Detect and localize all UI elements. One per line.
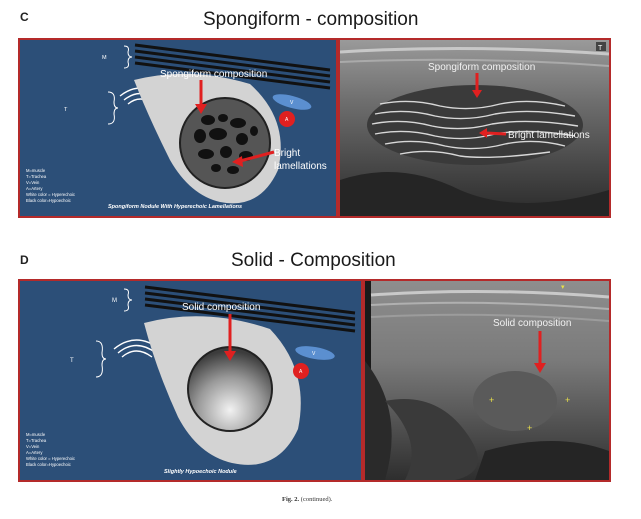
lamellations-label-line2: lamellations xyxy=(274,161,327,172)
spongiform-nodule xyxy=(367,85,583,165)
legend-item: V=Vein xyxy=(26,444,40,449)
trachea-mark: T xyxy=(64,107,68,113)
lamellations-label-line1: Bright xyxy=(274,148,300,159)
legend: M=muscle T=Trachea V=Vein A=Artery White… xyxy=(26,432,75,467)
solid-nodule-diagram: M T V A Solid composition M=muscle T=Tra… xyxy=(20,281,361,480)
legend-item: White color = Hyperechoic xyxy=(26,456,75,461)
legend: M=muscle T=Trachea V=Vein A=Artery White… xyxy=(26,168,75,203)
panel-c-ultrasound: T Spongiform composition Bright lamellat… xyxy=(338,38,611,218)
composition-label: Solid composition xyxy=(493,318,571,329)
diagram-footer: Slightly Hypoechoic Nodule xyxy=(164,469,237,475)
solid-ultrasound-image: ▾ + + + Solid composition xyxy=(365,281,609,480)
legend-item: A=Artery xyxy=(26,450,43,455)
legend-item: M=muscle xyxy=(26,432,46,437)
figure-label: Fig. 2. xyxy=(282,496,299,503)
spongiform-ultrasound-image: T Spongiform composition Bright lamellat… xyxy=(340,40,609,216)
lamellations-arrow xyxy=(486,133,506,134)
panel-d-ultrasound: ▾ + + + Solid composition xyxy=(363,279,611,482)
svg-text:+: + xyxy=(489,395,494,405)
panel-d-title: Solid - Composition xyxy=(231,250,396,272)
legend-item: A=Artery xyxy=(26,186,43,191)
legend-item: M=muscle xyxy=(26,168,46,173)
muscle-mark: M xyxy=(112,298,117,304)
svg-text:+: + xyxy=(527,423,532,433)
panel-d-letter: D xyxy=(20,253,29,267)
muscle-mark: M xyxy=(102,55,107,61)
composition-label: Spongiform composition xyxy=(428,62,535,73)
trachea-mark: T xyxy=(70,358,74,364)
panel-d-diagram: M T V A Solid composition M=muscle T=Tra… xyxy=(18,279,363,482)
diagram-footer: Spongiform Nodule With Hyperechoic Lamel… xyxy=(108,204,242,210)
legend-item: Black color=Hypoechoic xyxy=(26,462,71,467)
spongiform-nodule-diagram: M T V A Spongiform compos xyxy=(20,40,336,216)
lamellations-label: Bright lamellations xyxy=(508,130,590,141)
legend-item: V=Vein xyxy=(26,180,40,185)
legend-item: T=Trachea xyxy=(26,174,47,179)
composition-label: Solid composition xyxy=(182,302,260,313)
legend-item: T=Trachea xyxy=(26,438,47,443)
solid-nodule xyxy=(473,371,557,431)
panel-c-diagram: M T V A Spongiform compos xyxy=(18,38,338,218)
legend-item: White color = Hyperechoic xyxy=(26,192,75,197)
panel-c-letter: C xyxy=(20,10,29,24)
composition-label: Spongiform composition xyxy=(160,69,267,80)
figure-caption: Fig. 2. (continued). xyxy=(282,496,332,503)
svg-text:+: + xyxy=(565,395,570,405)
figure-caption-text: (continued). xyxy=(301,496,333,503)
panel-c-title: Spongiform - composition xyxy=(203,9,418,31)
spongiform-nodule xyxy=(180,98,270,188)
depth-marker: ▾ xyxy=(561,284,565,291)
ultrasound-logo: T xyxy=(598,45,603,52)
legend-item: Black color=Hypoechoic xyxy=(26,198,71,203)
